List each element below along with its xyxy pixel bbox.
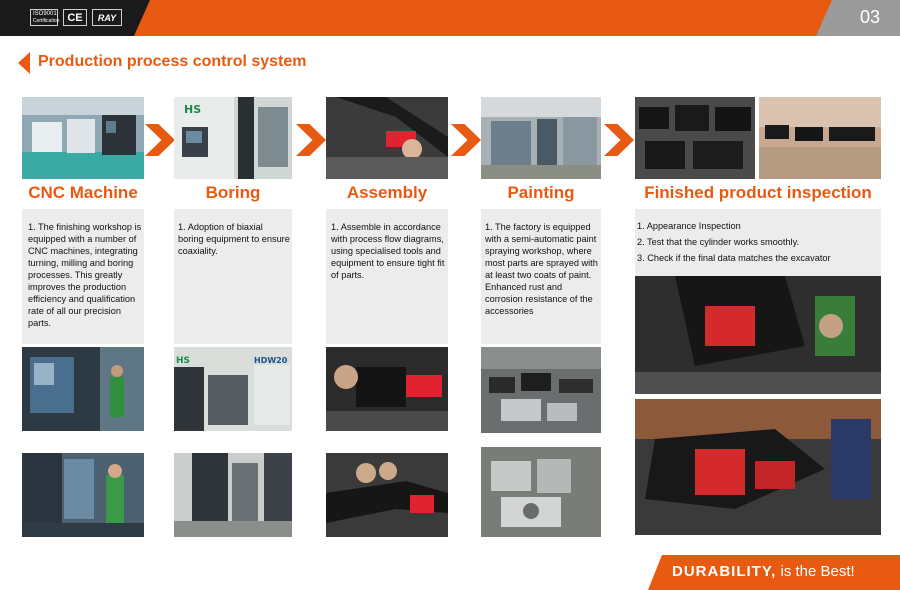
stage-title: Painting [507, 183, 575, 202]
stage-cnc-machine: CNC Machine 1. The finishing workshop is… [22, 97, 144, 537]
ce-mark-logo: CE [63, 9, 87, 26]
stage-painting: Painting 1. The factory is equipped with… [481, 97, 601, 537]
page-title: Production process control system [38, 53, 307, 70]
footer-slogan-rest: is the Best! [776, 563, 855, 580]
footer-slogan-strong: DURABILITY, [672, 563, 777, 580]
machine-brand-sign: HS [176, 356, 190, 366]
assembly-photo-1 [326, 347, 448, 431]
painted-parts-photo-2 [481, 447, 601, 537]
finished-products-photo-1 [635, 97, 755, 179]
finished-products-photo-2 [759, 97, 881, 179]
inspection-items: 1. Appearance Inspection 2. Test that th… [637, 220, 881, 268]
ray-brand-logo: RAY [92, 9, 122, 26]
stage-title: Boring [205, 183, 261, 202]
inspection-item: 3. Check if the final data matches the e… [637, 253, 831, 263]
top-bar-accent [134, 0, 836, 36]
title-arrow-icon [18, 52, 30, 74]
iso-badge-subtext: Certification [33, 18, 60, 24]
stage-title: Finished product inspection [644, 183, 872, 202]
page-number-tab [816, 0, 900, 36]
painting-workshop-photo [481, 97, 601, 179]
stage-description: 1. Adoption of biaxial boring equipment … [178, 222, 290, 256]
assembly-photo [326, 97, 448, 179]
machine-model-sign: HDW20 [254, 356, 288, 365]
stage-description: 1. Assemble in accordance with process f… [331, 222, 445, 280]
arrow-right-icon [145, 124, 175, 156]
footer-banner [648, 555, 900, 590]
iso-certification-logo: ISO9001 Certification [30, 9, 60, 26]
footer-slogan: DURABILITY, is the Best! [672, 563, 855, 580]
stage-title: CNC Machine [28, 183, 138, 202]
top-bar [0, 0, 900, 36]
arrow-right-icon [604, 124, 634, 156]
stage-assembly: Assembly 1. Assemble in accordance with … [326, 97, 448, 537]
boring-machine-photo-2 [174, 453, 292, 537]
boring-machine-photo-1: HS HDW20 [174, 347, 292, 431]
cnc-machine-photo-2 [22, 453, 144, 537]
description-panel [174, 209, 292, 344]
arrow-right-icon [451, 124, 481, 156]
inspection-item: 2. Test that the cylinder works smoothly… [637, 237, 800, 247]
inspection-photo-1 [635, 276, 881, 394]
arrow-right-icon [296, 124, 326, 156]
description-panel [326, 209, 448, 344]
cnc-workshop-photo [22, 97, 144, 179]
assembly-photo-2 [326, 453, 448, 537]
stage-description: 1. The finishing workshop is equipped wi… [28, 222, 142, 328]
description-panel [22, 209, 144, 344]
inspection-photo-2 [635, 399, 881, 535]
cnc-machine-photo-1 [22, 347, 144, 431]
painted-parts-photo-1 [481, 347, 601, 433]
stage-finished-product-inspection: Finished product inspection 1. Appearanc… [635, 97, 881, 537]
stage-description: 1. The factory is equipped with a semi-a… [485, 222, 598, 316]
machine-brand-sign: HS [184, 103, 201, 116]
description-panel [635, 209, 881, 277]
top-bar-dark [0, 0, 150, 36]
stage-title: Assembly [346, 183, 428, 202]
stage-boring: HS Boring 1. Adoption of biaxial boring … [174, 97, 292, 537]
description-panel [481, 209, 601, 344]
inspection-item: 1. Appearance Inspection [637, 221, 741, 231]
iso-badge-text: ISO9001 [33, 11, 57, 17]
page-number: 03 [859, 7, 880, 27]
boring-machine-photo: HS [174, 97, 292, 179]
